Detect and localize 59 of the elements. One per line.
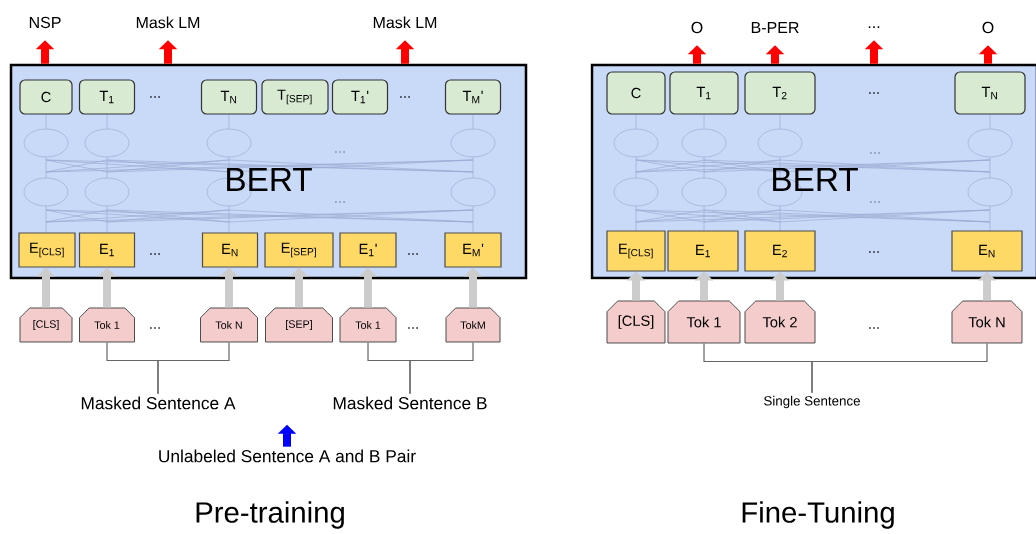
ellipsis: ... [150, 253, 160, 255]
ellipsis: ... [408, 327, 418, 329]
embedding-box: E$_{N}$ [951, 230, 1023, 272]
output-box: T$_{1}$' [331, 79, 389, 115]
output-label: ... [868, 26, 880, 28]
token-box: Tok N [200, 307, 258, 343]
ellipsis: ... [869, 327, 879, 329]
embedding-box: E$_{1}$ [667, 230, 739, 272]
ellipsis: ... [150, 327, 160, 329]
token-box: [CLS] [606, 300, 666, 344]
sentence-label: Unlabeled Sentence A and B Pair [159, 449, 416, 463]
ellipsis: ... [870, 152, 880, 154]
token-box: Tok 2 [744, 300, 816, 344]
embedding-box: E$_{1}$' [339, 232, 397, 268]
output-label: O [691, 21, 703, 34]
token-box: Tok 1 [79, 307, 135, 343]
embedding-box: E$_{2}$ [744, 230, 816, 272]
bracket-line [157, 341, 230, 395]
ellipsis: ... [150, 96, 160, 98]
output-box: C [606, 71, 666, 115]
output-label: B-PER [751, 22, 799, 33]
output-box: T$_{N}$ [200, 79, 258, 115]
output-box: T$_{1}$ [78, 79, 136, 115]
ellipsis: ... [869, 92, 879, 94]
output-box: T$_{N}$ [954, 71, 1026, 115]
embedding-box: E$_{[CLS]}$ [606, 230, 666, 272]
sentence-label: Masked Sentence B [333, 396, 487, 410]
ellipsis: ... [870, 201, 880, 203]
token-box: [CLS] [19, 307, 73, 343]
embedding-box: E$_{M}$' [444, 232, 502, 268]
output-box: T$_{2}$ [744, 71, 816, 115]
panel-title: Pre-training [196, 501, 344, 529]
embedding-box: E$_{[SEP]}$ [264, 232, 334, 268]
ellipsis: ... [335, 151, 345, 153]
sentence-label: Single Sentence [764, 395, 860, 409]
token-box: Tok 1 [667, 300, 741, 344]
output-box: C [19, 79, 73, 115]
embedding-box: E$_{1}$ [78, 232, 136, 268]
ellipsis: ... [869, 251, 879, 253]
sentence-label: Masked Sentence A [81, 396, 236, 410]
output-label: O [982, 21, 994, 34]
token-box: Tok N [951, 300, 1023, 344]
output-label: NSP [29, 16, 61, 29]
token-box: [SEP] [265, 307, 333, 343]
ellipsis: ... [335, 201, 345, 203]
output-box: T$_{[SEP]}$ [261, 79, 329, 115]
output-box: T$_{1}$ [669, 71, 739, 115]
bracket-line [811, 342, 988, 394]
output-box: T$_{M}$' [444, 79, 502, 115]
ellipsis: ... [400, 96, 410, 98]
panel-title: Fine-Tuning [742, 501, 894, 529]
bracket-line [409, 341, 474, 395]
embedding-box: E$_{N}$ [201, 232, 259, 268]
ellipsis: ... [408, 253, 418, 255]
output-label: Mask LM [373, 16, 437, 29]
token-box: Tok 1 [339, 307, 397, 343]
embedding-box: E$_{[CLS]}$ [18, 232, 76, 268]
token-box: TokM [445, 307, 501, 343]
output-label: Mask LM [136, 16, 200, 29]
